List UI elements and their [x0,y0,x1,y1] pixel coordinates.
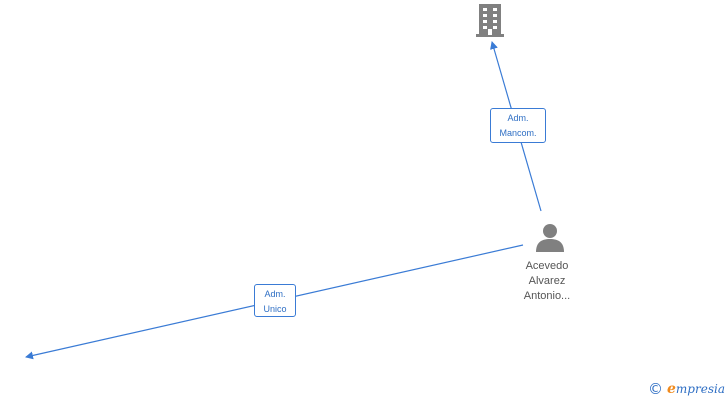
brand-watermark[interactable]: © empresia [648,379,725,399]
edge-label-line: Adm. [264,289,286,299]
edge-label-line: Unico [263,304,287,314]
person-name-line-2: Alvarez [528,275,566,287]
copyright-icon: © [648,380,663,398]
edge-label-line: Adm. [507,113,529,123]
person-icon [536,224,564,252]
person-node[interactable] [534,223,566,258]
brand-initial: e [667,381,676,397]
edge-label-adm-mancom[interactable]: Adm. Mancom. [490,108,546,143]
person-name-line-1: Acevedo [525,260,569,272]
building-icon [476,4,504,37]
brand-name-rest: mpresia [675,382,725,396]
company-node[interactable] [474,3,506,43]
person-name-line-3: Antonio... [523,290,571,302]
edge-label-adm-unico[interactable]: Adm. Unico [254,284,296,317]
brand-logo: empresia [667,381,725,397]
edge-label-line: Mancom. [499,128,537,138]
person-name-label[interactable]: Acevedo Alvarez Antonio... [496,259,598,304]
